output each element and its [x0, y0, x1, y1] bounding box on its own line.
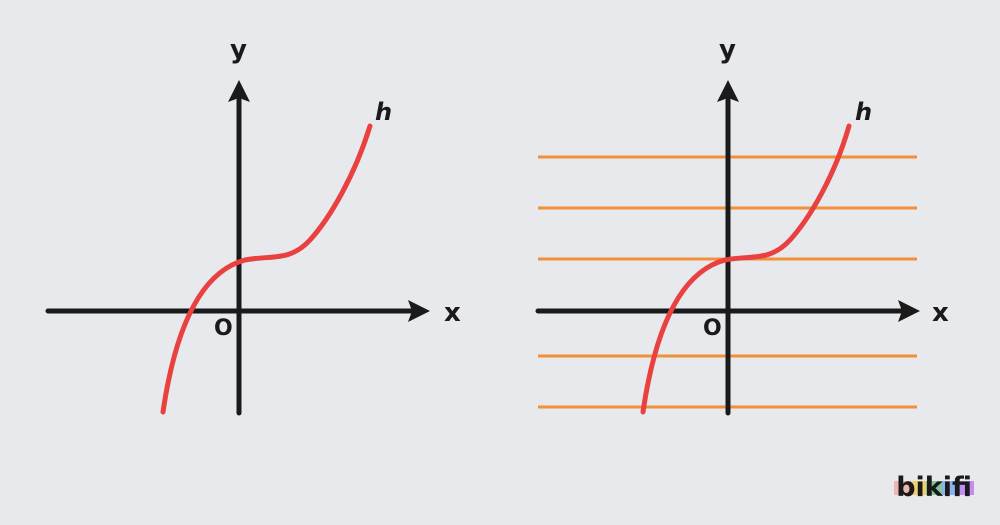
x-axis-label: x: [444, 298, 461, 328]
brand-stripe: [894, 481, 911, 495]
brand-wordmark: bikifi: [896, 472, 972, 503]
panel-right: x y O h: [535, 35, 949, 416]
origin-label: O: [214, 316, 233, 341]
y-axis-label: y: [230, 35, 247, 65]
brand-stripe: [942, 481, 959, 495]
y-axis-arrowhead: [228, 80, 250, 102]
curve-h: [640, 123, 852, 415]
x-axis-label: x: [932, 298, 949, 328]
curve-label-h: h: [375, 98, 392, 126]
brand-stripe: [926, 481, 943, 495]
panel-left: x y O h: [45, 35, 461, 416]
brand-stripe: [958, 481, 975, 495]
y-axis-arrowhead: [717, 80, 739, 102]
x-axis-arrowhead: [408, 300, 430, 322]
brand-logo: bikifi: [894, 471, 975, 505]
curve-label-h: h: [855, 98, 872, 126]
y-axis-label: y: [719, 35, 736, 65]
x-axis-arrowhead: [898, 300, 920, 322]
brand-stripes: [894, 481, 975, 495]
brand-stripe: [910, 481, 927, 495]
curve-h: [160, 123, 373, 415]
origin-label: O: [703, 316, 722, 341]
